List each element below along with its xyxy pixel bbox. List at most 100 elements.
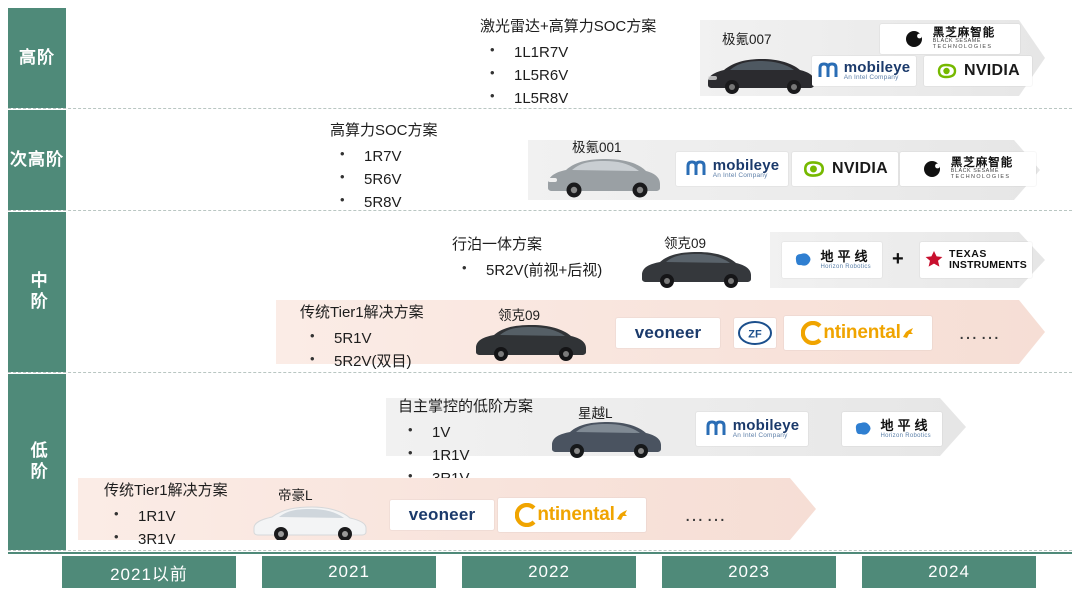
solution-title: 高算力SOC方案 <box>330 122 438 139</box>
logo-horizon-low-upper: 地平线 Horizon Robotics <box>842 412 942 446</box>
solution-sub-high: 高算力SOC方案 1R7V 5R6V 5R8V <box>330 120 438 215</box>
solution-title: 传统Tier1解决方案 <box>104 482 228 499</box>
brand-name: mobileye <box>712 157 780 175</box>
brand-line1: TEXAS <box>948 248 987 261</box>
car-image-emgrand-l <box>248 498 372 541</box>
car-label-high: 极氪007 <box>722 32 772 47</box>
brand-name: 地平线 <box>880 417 932 433</box>
brand-name: veoneer <box>408 505 476 524</box>
row-separator-2 <box>8 210 1072 211</box>
car-label-mid-lower: 领克09 <box>498 308 541 323</box>
solution-title: 传统Tier1解决方案 <box>300 304 424 321</box>
solution-bullets: 1L1R7V 1L5R6V 1L5R8V <box>480 40 656 111</box>
tier-label-text: 低阶 <box>27 441 47 483</box>
car-image-zeekr-007 <box>700 48 820 94</box>
bullet-item: 5R2V(双目) <box>300 349 424 373</box>
tier-label-text: 次高阶 <box>10 150 64 170</box>
timeline-axis <box>8 552 1072 554</box>
logo-mobileye-low-upper: mobileye An Intel Company <box>696 412 808 446</box>
mobileye-mark-icon <box>818 62 838 77</box>
logo-nvidia-high: NVIDIA <box>924 56 1032 86</box>
brand-tagline: Horizon Robotics <box>820 263 871 270</box>
bullet-item: 1R7V <box>330 144 438 168</box>
ellipsis-low-lower: …… <box>684 504 728 526</box>
nvidia-eye-icon <box>937 63 957 79</box>
year-label-2021: 2021 <box>262 556 436 588</box>
car-image-xingyue-l <box>546 416 666 458</box>
brand-tagline: An Intel Company <box>843 74 899 82</box>
bullet-item: 1R1V <box>398 443 533 467</box>
brand-line2: INSTRUMENTS <box>948 259 1028 271</box>
logo-mobileye-high: mobileye An Intel Company <box>812 56 916 86</box>
brand-name: 黑芝麻智能 <box>932 27 996 40</box>
tier-label-text: 高阶 <box>19 48 55 68</box>
horizon-robotics-brain-icon <box>856 422 871 435</box>
solution-bullets: 5R1V 5R2V(双目) <box>300 326 424 374</box>
brand-name: NVIDIA <box>963 62 1021 79</box>
mobileye-mark-icon <box>706 420 726 435</box>
logo-horizon-mid-upper: 地平线 Horizon Robotics <box>782 242 882 278</box>
bullet-item: 5R2V(前视+后视) <box>452 258 602 282</box>
logo-mobileye-sub-high: mobileye An Intel Company <box>676 152 788 186</box>
bullet-item: 5R8V <box>330 190 438 214</box>
bullet-item: 1L1R7V <box>480 40 656 64</box>
solution-low-lower: 传统Tier1解决方案 1R1V 3R1V <box>104 480 228 551</box>
black-sesame-mark-icon <box>923 161 940 177</box>
logo-continental-mid-lower: ntinental <box>784 316 932 350</box>
brand-line2: BLACK SESAME <box>932 38 981 45</box>
car-label-sub-high: 极氪001 <box>572 140 622 155</box>
bullet-item: 1L5R6V <box>480 63 656 87</box>
brand-line3: TECHNOLOGIES <box>932 44 993 51</box>
year-label-2024: 2024 <box>862 556 1036 588</box>
solution-bullets: 5R2V(前视+后视) <box>452 258 602 282</box>
ellipsis-mid-lower: …… <box>958 322 1002 344</box>
logo-zf-mid-lower: ZF <box>734 318 776 348</box>
mobileye-mark-icon <box>686 160 706 175</box>
nvidia-eye-icon <box>803 161 825 177</box>
car-image-lynkco-09-lower <box>470 318 592 362</box>
bullet-item: 1L5R8V <box>480 86 656 110</box>
continental-c-icon <box>801 321 822 345</box>
tier-label-mid: 中阶 <box>8 212 66 372</box>
bullet-item: 3R1V <box>104 527 228 551</box>
brand-tagline: Horizon Robotics <box>880 432 931 439</box>
tier-label-text: 中阶 <box>27 271 47 313</box>
logo-veoneer-low-lower: veoneer <box>390 500 494 530</box>
car-label-low-lower: 帝豪L <box>278 488 313 503</box>
logo-black-sesame-sub-high: 黑芝麻智能 BLACK SESAME TECHNOLOGIES <box>900 152 1036 186</box>
logo-veoneer-mid-lower: veoneer <box>616 318 720 348</box>
brand-name: 地平线 <box>820 248 872 264</box>
brand-line3: TECHNOLOGIES <box>950 174 1011 181</box>
brand-line2: BLACK SESAME <box>950 168 999 175</box>
brand-name: mobileye <box>843 59 911 77</box>
logo-continental-low-lower: ntinental <box>498 498 646 532</box>
zf-mark-icon: ZF <box>738 321 772 345</box>
plus-sign-mid-upper: + <box>892 248 904 270</box>
solution-mid-lower: 传统Tier1解决方案 5R1V 5R2V(双目) <box>300 302 424 373</box>
bullet-item: 5R1V <box>300 326 424 350</box>
brand-name: NVIDIA <box>831 160 889 177</box>
continental-horse-icon <box>616 510 627 520</box>
bullet-item: 5R6V <box>330 167 438 191</box>
black-sesame-mark-icon <box>905 31 922 47</box>
solution-low-upper: 自主掌控的低阶方案 1V 1R1V 3R1V <box>398 396 533 491</box>
svg-text:ZF: ZF <box>748 329 762 341</box>
row-separator-3 <box>8 372 1072 373</box>
car-label-low-upper: 星越L <box>578 406 613 421</box>
year-label-2023: 2023 <box>662 556 836 588</box>
car-image-zeekr-001 <box>542 152 666 198</box>
row-separator-4 <box>8 550 1072 551</box>
brand-name: ntinental <box>823 322 901 343</box>
tier-label-low: 低阶 <box>8 374 66 550</box>
logo-black-sesame-high: 黑芝麻智能 BLACK SESAME TECHNOLOGIES <box>880 24 1020 54</box>
continental-c-icon <box>515 503 536 527</box>
brand-tagline: An Intel Company <box>712 172 768 180</box>
year-label-2022: 2022 <box>462 556 636 588</box>
brand-name: mobileye <box>732 417 800 435</box>
horizon-robotics-brain-icon <box>796 253 811 266</box>
year-label-2021-before: 2021以前 <box>62 556 236 588</box>
solution-bullets: 1R1V 3R1V <box>104 504 228 552</box>
solution-title: 激光雷达+高算力SOC方案 <box>480 18 657 35</box>
brand-tagline: An Intel Company <box>732 432 788 440</box>
